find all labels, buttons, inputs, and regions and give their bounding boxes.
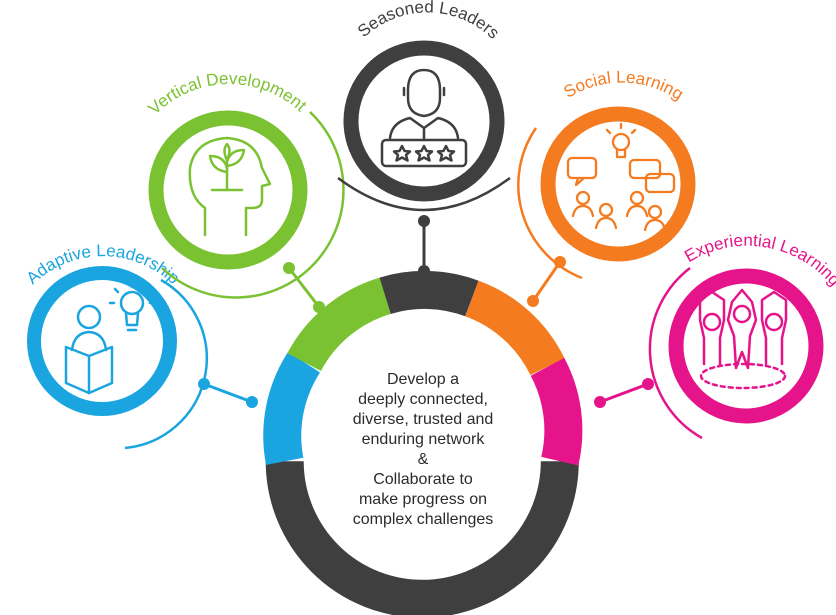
connector-dot	[418, 215, 430, 227]
connector-dot	[642, 378, 654, 390]
team-raising-hands-icon	[698, 288, 788, 390]
center-message-line: complex challenges	[352, 511, 494, 528]
connector-line	[287, 267, 321, 308]
center-message-line: &	[417, 451, 429, 468]
center-message-line: diverse, trusted and	[352, 411, 494, 428]
outer-arc	[337, 176, 511, 212]
node-ring	[343, 40, 505, 202]
center-ring-segment-dark-top	[379, 270, 479, 317]
connector-dot	[246, 396, 258, 408]
center-ring-segment-blue	[263, 351, 321, 465]
center-ring-segment-magenta	[530, 357, 583, 466]
node-experiential-learning: Experiential Learning	[594, 231, 836, 440]
center-ring-segment-orange	[464, 280, 565, 376]
node-ring	[668, 268, 824, 424]
connector-line	[203, 382, 253, 404]
center-message-line: deeply connected,	[358, 391, 488, 408]
center-message: Develop a deeply connected, diverse, tru…	[318, 345, 528, 555]
connector-line	[599, 382, 649, 404]
node-label: Seasoned Leaders	[354, 0, 503, 43]
node-label: Social Learning	[560, 68, 686, 104]
connector-dot	[198, 378, 210, 390]
center-ring-segment-dark-bottom	[265, 460, 579, 615]
connector-dot	[527, 295, 539, 307]
node-social-learning: Social Learning	[517, 68, 696, 307]
reading-person-lightbulb-icon	[64, 280, 156, 395]
center-ring-segment-green	[287, 277, 391, 372]
head-with-plant-icon	[188, 136, 272, 237]
connector-dot	[313, 301, 325, 313]
node-ring	[540, 106, 696, 262]
node-label: Adaptive Leadership	[23, 241, 184, 288]
connector-dot	[594, 396, 606, 408]
node-ring	[148, 110, 308, 270]
connector-line	[531, 261, 562, 302]
center-message-line: enduring network	[361, 431, 485, 448]
center-disc	[307, 334, 539, 566]
center-ring	[263, 270, 583, 615]
node-ring	[27, 266, 177, 416]
node-seasoned-leaders: Seasoned Leaders	[337, 0, 511, 277]
center-message-line: Develop a	[386, 371, 460, 388]
center-message-line: make progress on	[358, 491, 488, 508]
connector-dot	[554, 256, 566, 268]
outer-arc	[648, 267, 703, 440]
connector-dot	[418, 265, 430, 277]
group-discussion-icon	[566, 122, 676, 232]
node-adaptive-leadership: Adaptive Leadership	[23, 241, 258, 450]
outer-arc	[161, 111, 345, 299]
center-message-line: Collaborate to	[373, 471, 473, 488]
outer-arc	[124, 278, 209, 450]
connector-dot	[283, 262, 295, 274]
leader-with-stars-icon	[380, 68, 468, 168]
